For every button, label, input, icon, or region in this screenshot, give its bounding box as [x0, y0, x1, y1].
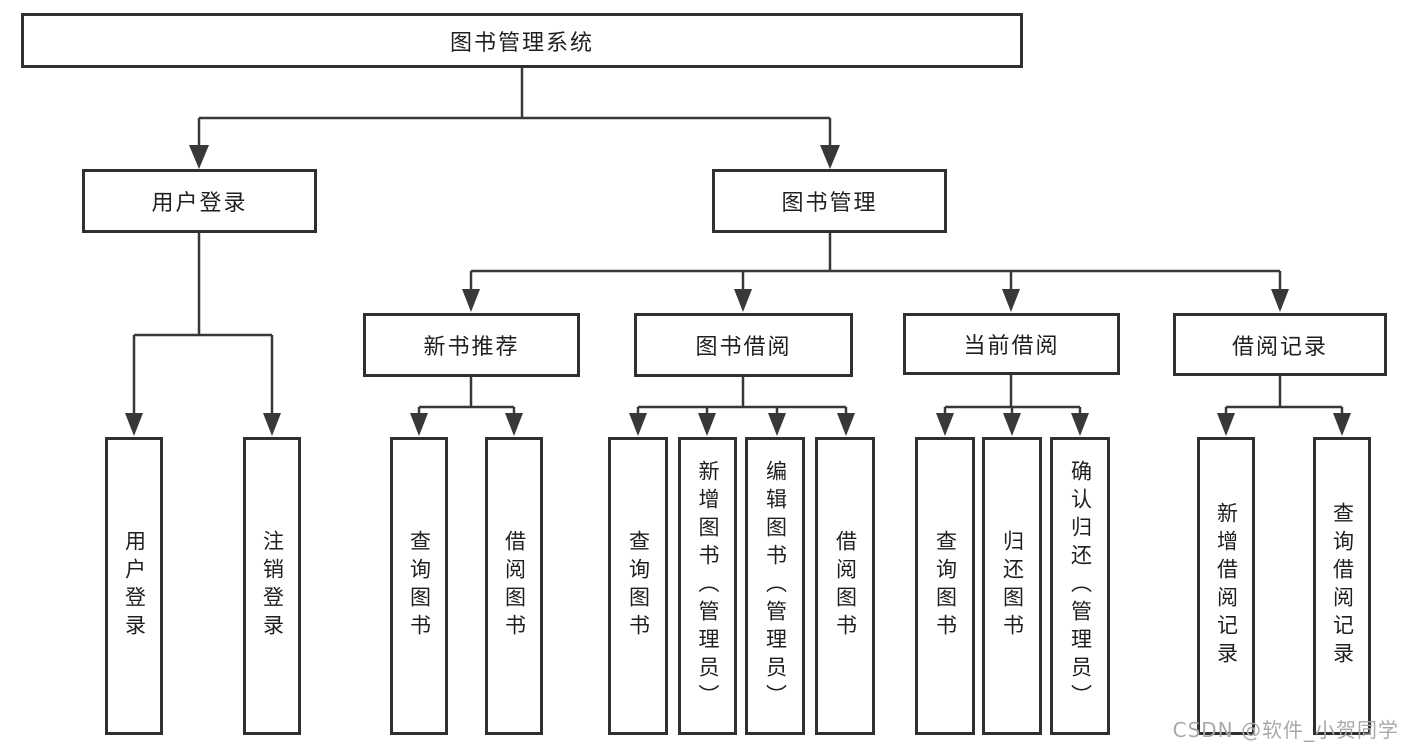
leaf-logout-label: 注销登录: [260, 530, 285, 642]
leaf-confirm-return-admin-label: 确认归还（管理员）: [1068, 460, 1093, 712]
node-book-management-label: 图书管理: [781, 191, 878, 216]
node-new-book-recommend-label: 新书推荐: [423, 335, 520, 360]
node-current-borrow-label: 当前借阅: [963, 334, 1060, 359]
node-new-book-recommend: 新书推荐: [363, 313, 580, 377]
csdn-watermark: CSDN @软件_小贺同学: [1172, 718, 1399, 742]
leaf-user-login: 用户登录: [105, 437, 163, 735]
node-book-borrow-label: 图书借阅: [695, 335, 792, 360]
leaf-query-books-current: 查询图书: [915, 437, 975, 735]
leaf-query-borrow-record-label: 查询借阅记录: [1330, 502, 1355, 670]
leaf-confirm-return-admin: 确认归还（管理员）: [1050, 437, 1110, 735]
node-user-login-label: 用户登录: [151, 191, 248, 216]
leaf-user-login-label: 用户登录: [122, 530, 147, 642]
node-library-system: 图书管理系统: [21, 13, 1023, 68]
leaf-add-borrow-record: 新增借阅记录: [1197, 437, 1255, 735]
leaf-borrow-books-label: 借阅图书: [833, 530, 858, 642]
leaf-add-books-admin: 新增图书（管理员）: [678, 437, 737, 735]
node-borrow-records-label: 借阅记录: [1231, 334, 1328, 360]
node-current-borrow: 当前借阅: [903, 313, 1120, 375]
node-book-management: 图书管理: [712, 169, 947, 233]
leaf-query-books-borrow: 查询图书: [608, 437, 668, 735]
leaf-query-books-recommend: 查询图书: [390, 437, 448, 735]
leaf-borrow-books-recommend: 借阅图书: [485, 437, 543, 735]
leaf-edit-books-admin-label: 编辑图书（管理员）: [763, 460, 788, 712]
leaf-borrow-books: 借阅图书: [815, 437, 875, 735]
leaf-edit-books-admin: 编辑图书（管理员）: [745, 437, 805, 735]
leaf-return-books-label: 归还图书: [1000, 530, 1025, 642]
leaf-query-books-recommend-label: 查询图书: [407, 530, 432, 642]
node-borrow-records: 借阅记录: [1173, 313, 1387, 376]
leaf-query-borrow-record: 查询借阅记录: [1313, 437, 1371, 735]
leaf-add-books-admin-label: 新增图书（管理员）: [696, 460, 720, 712]
leaf-query-books-current-label: 查询图书: [933, 530, 958, 642]
leaf-query-books-borrow-label: 查询图书: [626, 530, 651, 642]
leaf-add-borrow-record-label: 新增借阅记录: [1214, 502, 1239, 670]
node-library-system-label: 图书管理系统: [449, 30, 594, 56]
node-book-borrow: 图书借阅: [634, 313, 853, 377]
leaf-borrow-books-recommend-label: 借阅图书: [502, 530, 527, 642]
leaf-return-books: 归还图书: [982, 437, 1042, 735]
node-user-login: 用户登录: [82, 169, 317, 233]
leaf-logout: 注销登录: [243, 437, 301, 735]
